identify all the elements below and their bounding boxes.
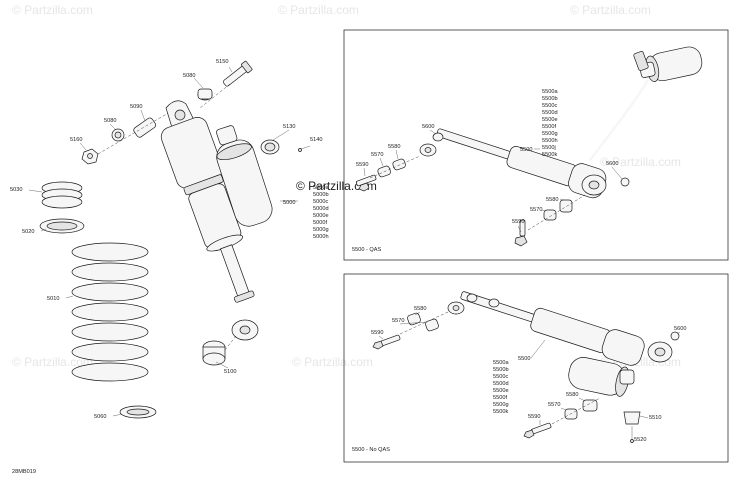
callout-5590: 5590 (371, 330, 383, 336)
callout-5060: 5060 (94, 414, 106, 420)
noqas-panel-frame (343, 273, 729, 463)
callout-5000-list: 5000a 5000b 5000c 5000d 5000e 5000f 5000… (313, 185, 329, 240)
callout-variant: 5500h (542, 138, 558, 144)
callout-variant: 5500e (542, 117, 558, 123)
callout-variant: 5000f (313, 220, 327, 226)
left-callouts: 5150 5080 5090 5080 5160 5130 5140 5030 … (10, 59, 329, 420)
callout-variant: 5500b (542, 96, 558, 102)
callout-variant: 5500b (493, 367, 509, 373)
callout-variant: 5500d (542, 110, 558, 116)
callout-5500: 5500 (518, 356, 530, 362)
qas-callouts: 5600 5580 5570 5590 5500 5500a 5500b 550… (352, 89, 623, 253)
callout-5150: 5150 (216, 59, 228, 65)
callout-5590: 5590 (512, 219, 524, 225)
callout-5010: 5010 (47, 296, 59, 302)
spring-coils (71, 242, 149, 382)
watermark-text: © Partzilla.com (600, 155, 681, 169)
callout-5570: 5570 (530, 207, 542, 213)
callout-variant: 5500d (493, 381, 509, 387)
callout-variant: 5000g (313, 227, 329, 233)
callout-variant: 5000b (313, 192, 329, 198)
callout-5510: 5510 (649, 415, 661, 421)
callout-5500-list: 5500a 5500b 5500c 5500d 5500e 5500f 5500… (493, 360, 509, 415)
callout-5000: 5000 (283, 200, 295, 206)
callout-variant: 5000h (313, 234, 329, 240)
callout-variant: 5500a (493, 360, 509, 366)
callout-variant: 5000e (313, 213, 329, 219)
callout-5500-list: 5500a 5500b 5500c 5500d 5500e 5500f 5500… (542, 89, 558, 158)
callout-variant: 5500g (493, 402, 509, 408)
left-shock-assembly (39, 60, 311, 419)
callout-5600: 5600 (674, 326, 686, 332)
callout-5100: 5100 (224, 369, 236, 375)
callout-5570: 5570 (548, 402, 560, 408)
callout-variant: 5500f (493, 395, 507, 401)
callout-5570: 5570 (392, 318, 404, 324)
callout-5580: 5580 (388, 144, 400, 150)
callout-5570: 5570 (371, 152, 383, 158)
callout-5090: 5090 (130, 104, 142, 110)
noqas-panel-caption: 5500 - No QAS (352, 447, 390, 453)
watermark-text: © Partzilla.com (570, 3, 651, 17)
watermark-text: © Partzilla.com (12, 355, 93, 369)
callout-5580: 5580 (546, 197, 558, 203)
callout-5020: 5020 (22, 229, 34, 235)
diagram-code: 28MB019 (12, 469, 36, 475)
callout-variant: 5500a (542, 89, 558, 95)
callout-variant: 5500c (542, 103, 557, 109)
callout-5590: 5590 (528, 414, 540, 420)
callout-5600: 5600 (606, 161, 618, 167)
callout-variant: 5500e (493, 388, 509, 394)
callout-variant: 5000c (313, 199, 328, 205)
callout-5160: 5160 (70, 137, 82, 143)
callout-5030: 5030 (10, 187, 22, 193)
qas-shock (355, 46, 703, 247)
callout-variant: 5500k (542, 152, 557, 158)
qas-panel-frame (343, 29, 729, 261)
callout-5520: 5520 (634, 437, 646, 443)
callout-5580: 5580 (414, 306, 426, 312)
callout-variant: 5500c (493, 374, 508, 380)
noqas-callouts: 5580 5570 5590 5600 5500 5500a 5500b 550… (352, 306, 686, 453)
callout-5080: 5080 (183, 73, 195, 79)
callout-variant: 5500g (542, 131, 558, 137)
callout-variant: 5000a (313, 185, 329, 191)
callout-5140: 5140 (310, 137, 322, 143)
callout-variant: 5500f (542, 124, 556, 130)
callout-5130: 5130 (283, 124, 295, 130)
callout-variant: 5000d (313, 206, 329, 212)
callout-5500: 5500 (520, 147, 532, 153)
watermark-text: © Partzilla.com (278, 3, 359, 17)
callout-5580: 5580 (566, 392, 578, 398)
watermark-text: © Partzilla.com (12, 3, 93, 17)
watermark-text: © Partzilla.com (292, 355, 373, 369)
qas-panel-caption: 5500 - QAS (352, 247, 381, 253)
callout-5080: 5080 (104, 118, 116, 124)
noqas-shock (372, 291, 680, 443)
callout-5590: 5590 (356, 162, 368, 168)
callout-5600: 5600 (422, 124, 434, 130)
callout-variant: 5500k (493, 409, 508, 415)
callout-variant: 5500j (542, 145, 556, 151)
